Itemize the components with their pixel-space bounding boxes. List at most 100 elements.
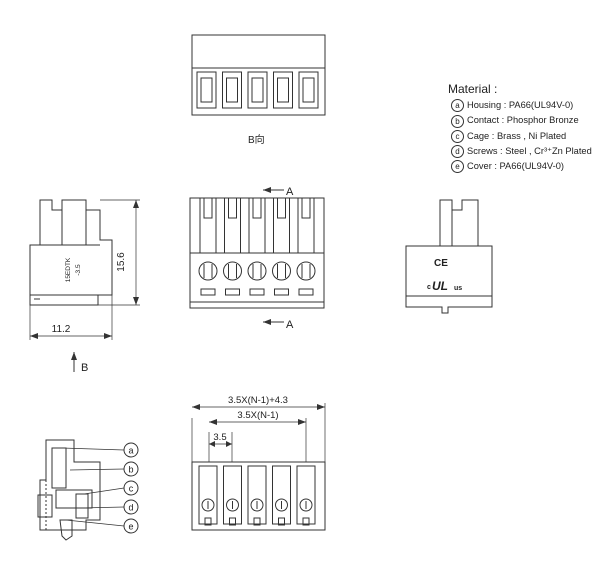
finger-notch bbox=[252, 197, 262, 219]
finger-notch bbox=[203, 197, 213, 219]
top-slot-inner bbox=[200, 77, 213, 103]
section-mark-a-top: A bbox=[286, 186, 294, 198]
callout-leader bbox=[61, 447, 125, 451]
ce-mark: CE bbox=[434, 258, 448, 269]
wire-opening bbox=[274, 288, 289, 296]
wire-opening bbox=[298, 288, 314, 296]
contact-finger bbox=[273, 197, 290, 254]
span-dim-label: 3.5X(N-1) bbox=[237, 410, 278, 421]
callout-letter: a bbox=[128, 446, 133, 456]
pin bbox=[278, 517, 285, 526]
material-key: b bbox=[451, 114, 464, 128]
top-slot-inner bbox=[226, 77, 238, 103]
callout-leader bbox=[83, 487, 125, 495]
top-slot bbox=[273, 71, 293, 109]
top-slot-inner bbox=[302, 77, 315, 103]
ul-mark-symbol: UL bbox=[432, 279, 448, 293]
callout-letter: e bbox=[128, 522, 133, 532]
bottom-screw bbox=[299, 498, 313, 512]
screw-head bbox=[247, 261, 267, 281]
top-slot bbox=[222, 71, 242, 109]
side-marking-sub: -3.5 bbox=[75, 264, 82, 276]
cert-marks: CE c UL us bbox=[427, 258, 462, 293]
contact-finger bbox=[199, 197, 217, 254]
ul-us-mark: us bbox=[454, 285, 462, 292]
pitch-dim-label: 3.5 bbox=[213, 432, 226, 443]
bottom-cell bbox=[247, 465, 267, 525]
callout-leader bbox=[79, 506, 125, 509]
material-text: Cover : PA66(UL94V-0) bbox=[467, 161, 564, 172]
finger-notch bbox=[228, 197, 237, 219]
bottom-screw bbox=[250, 498, 264, 512]
bottom-cell bbox=[296, 465, 316, 525]
callout-circle bbox=[123, 518, 139, 534]
bottom-screw bbox=[226, 498, 239, 512]
callout-letter: b bbox=[128, 465, 133, 475]
material-text: Screws : Steel , Cr³⁺Zn Plated bbox=[467, 145, 592, 156]
bottom-cell bbox=[272, 465, 291, 525]
callout-leader bbox=[69, 468, 125, 471]
side-marking-code: 15EDTK bbox=[65, 257, 72, 282]
material-title: Material : bbox=[448, 82, 498, 96]
callout-circle bbox=[123, 461, 139, 477]
width-dim-label: 11.2 bbox=[52, 324, 71, 335]
callout-circle bbox=[123, 480, 139, 496]
material-key: d bbox=[451, 144, 464, 158]
screw-head bbox=[296, 261, 316, 281]
section-view bbox=[37, 439, 139, 541]
section-mark-a-bottom: A bbox=[286, 319, 294, 331]
ul-c-mark: c bbox=[427, 284, 431, 291]
finger-notch bbox=[277, 197, 286, 219]
pin bbox=[229, 517, 236, 526]
pin bbox=[302, 517, 310, 526]
left-side-view bbox=[29, 199, 140, 372]
top-slot-inner bbox=[251, 77, 264, 103]
screw-head bbox=[198, 261, 218, 281]
material-text: Cage : Brass , Ni Plated bbox=[467, 130, 567, 141]
wire-opening bbox=[249, 288, 265, 296]
material-text: Housing : PA66(UL94V-0) bbox=[467, 100, 574, 111]
material-key: a bbox=[451, 99, 464, 113]
wire-opening bbox=[200, 288, 216, 296]
screw-head bbox=[223, 261, 242, 281]
view-b-label: B向 bbox=[248, 133, 265, 146]
section-mark-b: B bbox=[81, 362, 88, 374]
contact-finger bbox=[297, 197, 315, 254]
overall-dim-label: 3.5X(N-1)+4.3 bbox=[228, 395, 288, 406]
callout-circle bbox=[123, 499, 139, 515]
pin bbox=[253, 517, 261, 526]
height-dim-label: 15.6 bbox=[116, 252, 127, 272]
pin bbox=[204, 517, 212, 526]
bottom-screw bbox=[275, 498, 288, 512]
right-side-view bbox=[405, 199, 493, 314]
top-view-b bbox=[191, 34, 326, 116]
top-slot bbox=[196, 71, 217, 109]
callout-letter: c bbox=[129, 484, 134, 494]
bottom-screw bbox=[201, 498, 215, 512]
top-slot-inner bbox=[277, 77, 289, 103]
bottom-cell bbox=[198, 465, 218, 525]
screw-head bbox=[272, 261, 291, 281]
top-slot bbox=[247, 71, 268, 109]
material-key: c bbox=[451, 129, 464, 143]
front-view bbox=[189, 189, 325, 323]
top-slot bbox=[298, 71, 319, 109]
contact-finger bbox=[248, 197, 266, 254]
callout-circle bbox=[123, 442, 139, 458]
material-key: e bbox=[451, 160, 464, 174]
finger-notch bbox=[301, 197, 311, 219]
bottom-cell bbox=[223, 465, 242, 525]
wire-opening bbox=[225, 288, 240, 296]
callout-leader bbox=[65, 519, 125, 527]
callout-letter: d bbox=[128, 503, 133, 513]
material-text: Contact : Phosphor Bronze bbox=[467, 115, 579, 126]
contact-finger bbox=[224, 197, 241, 254]
